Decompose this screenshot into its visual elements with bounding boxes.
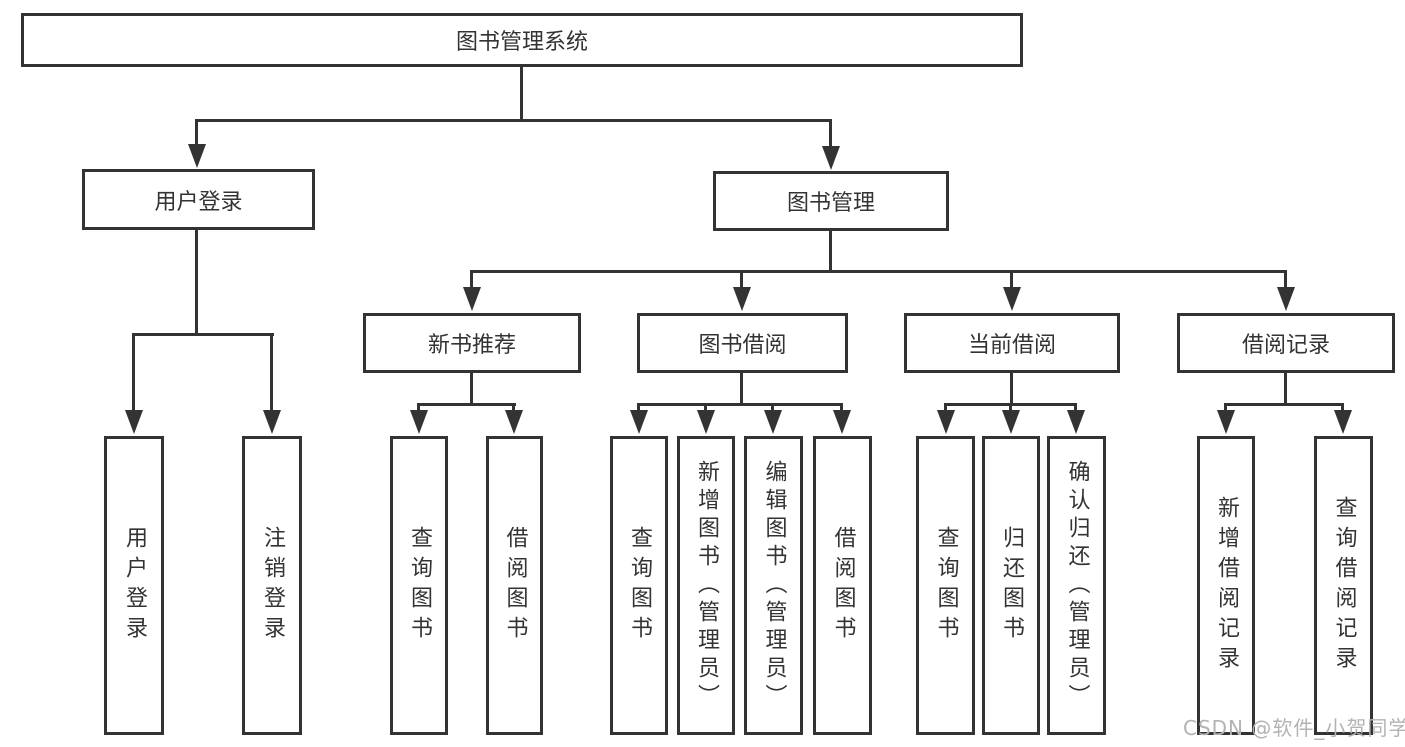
connector-vline [829,119,832,149]
leaf-confirm-return-admin: 确认归还（管理员） [1047,436,1106,735]
connector-vline [470,270,473,290]
leaf-edit-books-admin: 编辑图书（管理员） [744,436,803,735]
connector-arrowhead [697,410,715,434]
connector-vline [1224,403,1227,415]
connector-hline [417,403,516,406]
connector-arrowhead [630,410,648,434]
connector-arrowhead [822,146,840,170]
connector-vline [470,373,473,406]
connector-arrowhead [833,410,851,434]
connector-vline [1341,403,1344,415]
connector-arrowhead [463,287,481,311]
leaf-query-books-current: 查询图书 [916,436,975,735]
connector-arrowhead [733,287,751,311]
connector-arrowhead [1003,287,1021,311]
leaf-logout: 注销登录 [242,436,302,735]
connector-arrowhead [1334,410,1352,434]
connector-arrowhead [1217,410,1235,434]
node-library-management-system: 图书管理系统 [21,13,1023,67]
connector-vline [740,270,743,290]
node-borrowing-records: 借阅记录 [1177,313,1395,373]
connector-vline [512,403,515,415]
connector-arrowhead [937,410,955,434]
connector-arrowhead [1277,287,1295,311]
node-current-borrowing: 当前借阅 [904,313,1120,373]
connector-arrowhead [764,410,782,434]
node-new-book-recommendation: 新书推荐 [363,313,581,373]
connector-hline [470,270,1287,273]
connector-vline [740,373,743,406]
connector-vline [829,231,832,273]
connector-arrowhead [1067,410,1085,434]
connector-arrowhead [263,410,281,434]
connector-vline [840,403,843,415]
connector-vline [1284,270,1287,290]
connector-vline [1010,373,1013,406]
connector-arrowhead [125,410,143,434]
leaf-query-borrow-record: 查询借阅记录 [1314,436,1373,735]
node-book-borrowing: 图书借阅 [637,313,848,373]
leaf-borrow-books-borrowing: 借阅图书 [813,436,872,735]
connector-arrowhead [1002,410,1020,434]
leaf-query-books-borrowing: 查询图书 [610,436,668,735]
connector-vline [1074,403,1077,415]
connector-hline [1224,403,1344,406]
connector-vline [704,403,707,415]
connector-hline [637,403,843,406]
connector-vline [1284,373,1287,406]
connector-hline [132,333,274,336]
connector-vline [132,333,135,412]
connector-vline [1010,270,1013,290]
leaf-add-books-admin: 新增图书（管理员） [677,436,735,735]
connector-vline [1009,403,1012,415]
connector-vline [195,230,198,336]
node-book-management: 图书管理 [713,171,949,231]
leaf-user-login: 用户登录 [104,436,164,735]
connector-vline [520,66,523,121]
leaf-query-books-newbook: 查询图书 [390,436,448,735]
leaf-borrow-books-newbook: 借阅图书 [486,436,543,735]
csdn-watermark: CSDN @软件_小贺同学 [1183,716,1405,740]
connector-vline [944,403,947,415]
connector-vline [771,403,774,415]
node-user-login: 用户登录 [82,169,315,230]
connector-arrowhead [188,144,206,168]
connector-vline [417,403,420,415]
connector-vline [637,403,640,415]
leaf-return-books: 归还图书 [982,436,1040,735]
connector-hline [195,119,832,122]
leaf-add-borrow-record: 新增借阅记录 [1197,436,1255,735]
connector-vline [195,119,198,147]
connector-vline [270,333,273,412]
connector-arrowhead [505,410,523,434]
connector-arrowhead [410,410,428,434]
